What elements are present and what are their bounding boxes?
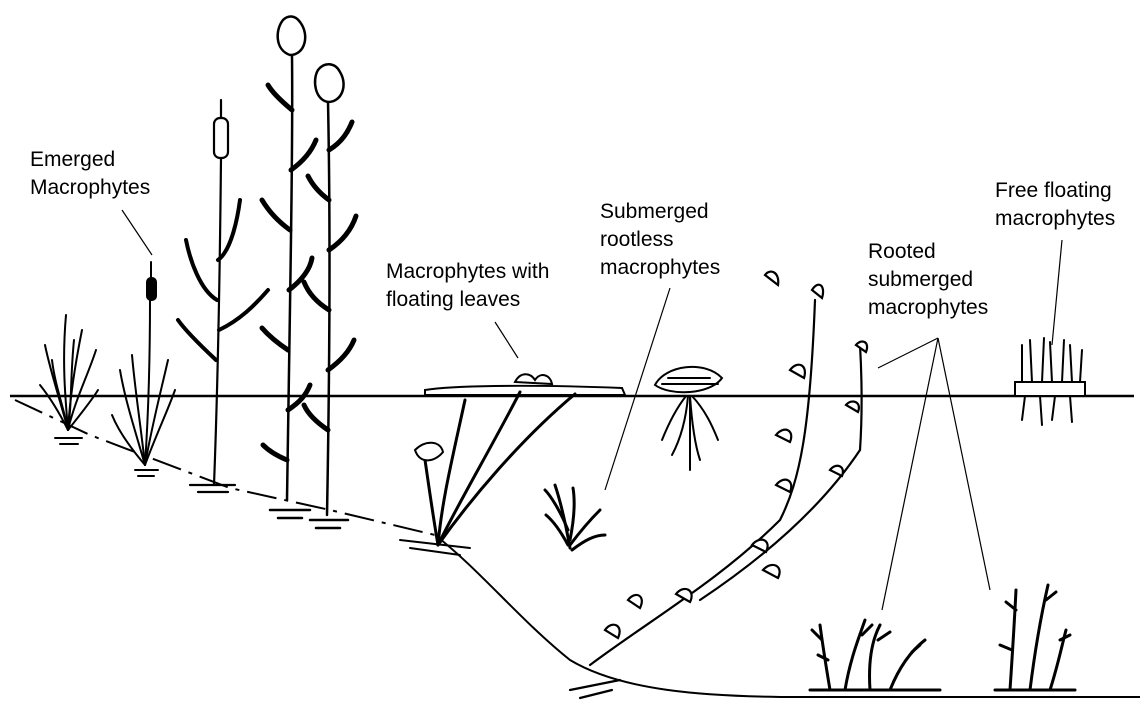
- rooted-submerged-bush-2: [995, 585, 1075, 690]
- label-floating-leaves-line-1: Macrophytes with: [386, 258, 549, 286]
- label-emerged-macrophytes: Emerged Macrophytes: [30, 146, 150, 202]
- label-floating-leaves-line-2: floating leaves: [386, 286, 549, 314]
- label-free-floating: Free floating macrophytes: [995, 177, 1115, 233]
- emerged-grass-clump: [40, 315, 98, 444]
- leader-rooted-1: [878, 338, 938, 368]
- floating-rosette-plant: [655, 367, 722, 470]
- label-emerged-line-2: Macrophytes: [30, 174, 150, 202]
- label-rooted-submerged: Rooted submerged macrophytes: [868, 238, 988, 322]
- label-free-floating-line-1: Free floating: [995, 177, 1115, 205]
- emerged-tall-cattail: [178, 100, 268, 492]
- leader-rooted-3: [938, 338, 990, 590]
- label-submerged-rootless-line-2: rootless: [600, 226, 720, 254]
- label-rooted-submerged-line-2: submerged: [868, 266, 988, 294]
- leader-rooted-2: [882, 338, 938, 610]
- label-free-floating-line-2: macrophytes: [995, 205, 1115, 233]
- label-rooted-submerged-line-3: macrophytes: [868, 294, 988, 322]
- label-submerged-rootless-line-1: Submerged: [600, 198, 720, 226]
- emerged-flowering-stem-1: [262, 16, 316, 518]
- leader-floating-leaves: [495, 322, 518, 358]
- lake-bed-solid: [435, 535, 1140, 697]
- free-floating-plants: [1015, 338, 1085, 425]
- label-submerged-rootless: Submerged rootless macrophytes: [600, 198, 720, 282]
- lake-bed-dashed: [15, 400, 435, 535]
- label-rooted-submerged-line-1: Rooted: [868, 238, 988, 266]
- leader-free-floating: [1052, 240, 1062, 345]
- label-emerged-line-1: Emerged: [30, 146, 150, 174]
- emerged-small-cattail: [112, 262, 175, 476]
- leader-emerged: [122, 210, 152, 255]
- rooted-submerged-bush-1: [810, 620, 940, 690]
- emerged-flowering-stem-2: [304, 64, 356, 528]
- label-floating-leaves: Macrophytes with floating leaves: [386, 258, 549, 314]
- submerged-rootless-plant: [545, 485, 605, 550]
- label-submerged-rootless-line-3: macrophytes: [600, 254, 720, 282]
- floating-leaf-plant: [400, 374, 625, 555]
